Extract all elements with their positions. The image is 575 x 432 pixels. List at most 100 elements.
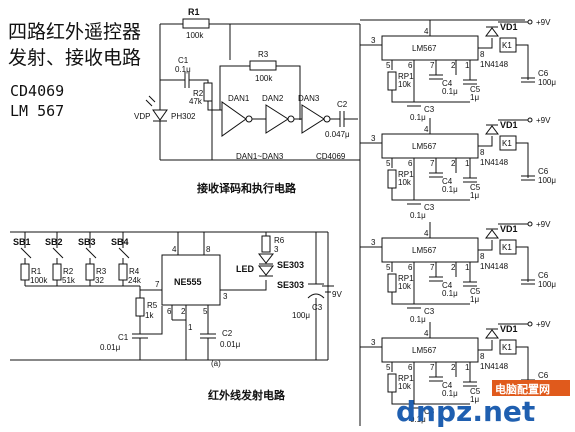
dan2-label: DAN2 [262,94,284,103]
dan1-label: DAN1 [228,94,250,103]
receiver-r3-value: 100k [255,74,273,83]
supply-label: +9V [536,18,551,27]
rp1-value: 10k [398,178,412,187]
watermark-site: 电脑配置网 [495,382,550,396]
pin-2: 2 [451,363,456,372]
c5-value: 1μ [470,93,479,102]
rp1-pot [387,169,397,189]
supply-terminal [527,321,533,327]
pin-4: 4 [424,27,429,36]
ne555-pin3: 3 [223,292,228,301]
switch-wire [118,232,130,264]
tx-timing-wire [139,306,163,335]
pin-2: 2 [451,61,456,70]
chip-name-1: CD4069 [10,82,64,100]
channel-ground-wire [391,90,470,103]
vd1-label: VD1 [500,224,518,234]
c3-label: C3 [424,105,435,114]
c5-label: C5 [470,287,481,296]
rp1-value: 10k [398,282,412,291]
c3-label: C3 [424,407,435,416]
receiver-c2-value: 0.047μ [325,130,350,139]
rp1-pot [387,373,397,393]
rp1-pot [387,71,397,91]
inverter-dan1-bubble [245,115,253,123]
vd1-label: VD1 [500,324,518,334]
vd1-label: VD1 [500,120,518,130]
pin-3: 3 [371,338,376,347]
channel-ground-wire [391,188,470,201]
tx-r5 [135,297,145,317]
c3-value: 0.1μ [410,113,426,122]
c5-capacitor [463,79,477,85]
vd1-diode [485,329,499,339]
pin-8: 8 [480,252,485,261]
c3-value: 0.1μ [410,415,426,424]
switch-resistor [85,263,95,281]
pin-3: 3 [371,238,376,247]
pin-6: 6 [408,363,413,372]
pin-5: 5 [386,363,391,372]
tx-r6-label: R6 [274,236,285,245]
ne555-output-wire [220,280,267,291]
tx-se303-1: SE303 [277,260,304,270]
pin-8: 8 [480,148,485,157]
tx-r6 [261,235,271,253]
rp1-value: 10k [398,80,412,89]
c5-value: 1μ [470,295,479,304]
tx-c2 [200,333,216,339]
ne555-ground-wire [172,319,187,360]
c4-capacitor [429,74,443,80]
transmitter-caption: 红外线发射电路 [208,388,286,402]
c4-label: C4 [442,79,453,88]
diode-type: 1N4148 [480,362,509,371]
vd1-diode [485,229,499,239]
dan3-label: DAN3 [298,94,320,103]
tx-r5-value: 1k [145,311,154,320]
c3-label: C3 [424,203,435,212]
pin-7: 7 [430,159,435,168]
resistor-label: R4 [129,267,140,276]
channel-output-wire [478,136,493,147]
lm567-label: LM567 [412,346,437,355]
c5-label: C5 [470,183,481,192]
pin-5: 5 [386,263,391,272]
channel-output-wire [478,38,493,49]
relay-wire [516,246,529,282]
c4-capacitor [429,172,443,178]
switch-label: SB1 [13,237,31,247]
channel-output-wire [478,340,493,351]
c4-label: C4 [442,281,453,290]
c5-capacitor [463,177,477,183]
pin-3: 3 [371,36,376,45]
channel-ground-wire [391,292,470,305]
ph302-label: PH302 [171,112,196,121]
c3-capacitor [407,403,421,409]
pin-2: 2 [451,263,456,272]
inverter-dan2-bubble [287,115,295,123]
c4-capacitor [429,276,443,282]
lower-pin-wires [391,60,471,102]
photodiode-vdp [152,109,168,121]
c5-value: 1μ [470,395,479,404]
lm567-label: LM567 [412,44,437,53]
receiver-c1-value: 0.1μ [175,65,191,74]
inverter-dan1 [221,101,247,137]
receiver-c2 [339,111,345,127]
supply-label: +9V [536,220,551,229]
pin-1: 1 [465,159,470,168]
pin-7: 7 [430,263,435,272]
receiver-r2 [203,82,213,102]
ne555-pin2: 2 [181,307,186,316]
c4-capacitor [429,376,443,382]
c3-capacitor [407,199,421,205]
tx-led-1 [257,253,275,264]
inverter-dan3 [301,104,325,134]
tx-se303-2: SE303 [277,280,304,290]
